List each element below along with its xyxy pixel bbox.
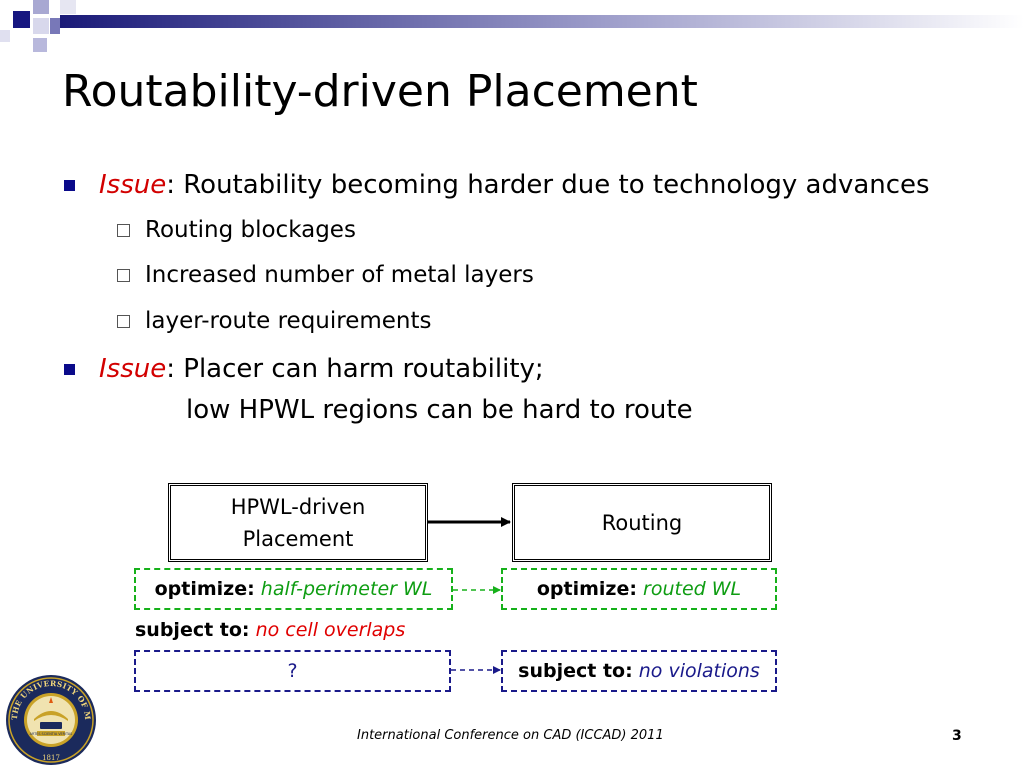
question-mark: ?	[287, 660, 298, 682]
subitem-layer-route: layer-route requirements	[145, 308, 432, 334]
right-optimize-value: routed WL	[643, 578, 742, 600]
bullet-2-text: : Placer can harm routability;	[166, 354, 544, 384]
left-subject-text: subject to: no cell overlaps	[135, 619, 405, 641]
routing-box: Routing	[512, 483, 772, 562]
page-number: 3	[952, 728, 962, 744]
right-subject-key: subject to:	[518, 660, 633, 682]
left-optimize-box: optimize: half-perimeter WL	[134, 568, 453, 610]
hpwl-placement-box: HPWL-driven Placement	[168, 483, 428, 562]
left-subject-key: subject to:	[135, 619, 250, 641]
subitem-routing-blockages: Routing blockages	[145, 217, 356, 243]
hpwl-box-line1: HPWL-driven	[230, 494, 366, 519]
hollow-square-bullet-icon	[117, 224, 130, 237]
left-optimize-key: optimize:	[154, 578, 255, 600]
bullet-2: Issue: Placer can harm routability;	[99, 352, 544, 386]
issue-label: Issue	[99, 354, 167, 384]
right-subject-value: no violations	[638, 660, 760, 682]
issue-label: Issue	[99, 170, 167, 200]
footer-conference: International Conference on CAD (ICCAD) …	[357, 728, 664, 743]
hollow-square-bullet-icon	[117, 269, 130, 282]
subitem-metal-layers: Increased number of metal layers	[145, 262, 534, 288]
question-box: ?	[134, 650, 451, 692]
right-optimize-key: optimize:	[536, 578, 637, 600]
hpwl-box-line2: Placement	[242, 526, 354, 551]
university-seal-logo: THE UNIVERSITY OF MICHIGAN ARTES SCIENTI…	[4, 673, 96, 765]
right-subject-box: subject to: no violations	[501, 650, 777, 692]
bullet-1: Issue: Routability becoming harder due t…	[99, 168, 930, 202]
slide-title: Routability-driven Placement	[62, 66, 698, 117]
header-decoration	[0, 0, 1024, 52]
seal-motto: ARTES SCIENTIA VERITAS	[30, 732, 73, 736]
bullet-1-text: : Routability becoming harder due to tec…	[166, 170, 930, 200]
routing-box-label: Routing	[601, 510, 683, 535]
seal-year: 1817	[42, 754, 60, 762]
bullet-2-continuation: low HPWL regions can be hard to route	[186, 395, 693, 425]
square-bullet-icon	[64, 180, 75, 191]
right-optimize-box: optimize: routed WL	[501, 568, 777, 610]
square-bullet-icon	[64, 364, 75, 375]
hollow-square-bullet-icon	[117, 315, 130, 328]
left-optimize-value: half-perimeter WL	[260, 578, 433, 600]
left-subject-value: no cell overlaps	[255, 619, 406, 641]
